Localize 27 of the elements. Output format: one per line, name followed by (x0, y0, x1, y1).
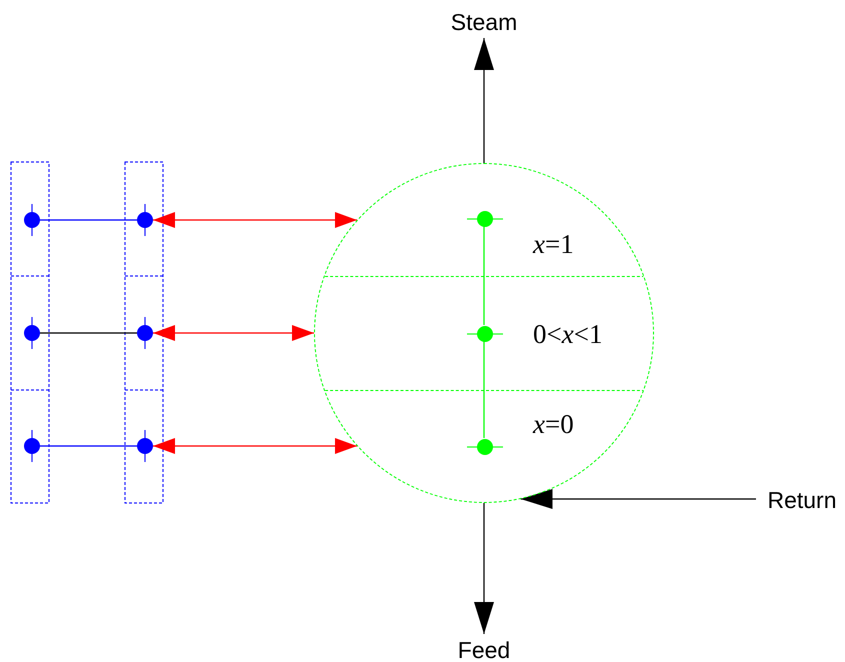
arrow (153, 438, 357, 454)
arrow (474, 503, 494, 634)
connector-line (483, 341, 485, 438)
node-dot (137, 430, 153, 462)
zone-label: x=1 (533, 229, 574, 259)
zone-label: 0<x<1 (533, 319, 602, 349)
arrow (153, 325, 314, 341)
node-dot (137, 204, 153, 236)
arrow (153, 212, 357, 228)
connector-line (40, 445, 137, 447)
node-dot (137, 317, 153, 349)
node-dot (24, 317, 40, 349)
connector-line (40, 332, 137, 334)
node-dot (24, 430, 40, 462)
arrow (520, 489, 756, 509)
input-label: Feed (444, 634, 524, 662)
node-dot (467, 439, 503, 455)
zone-label: x=0 (533, 409, 574, 439)
output-label: Steam (439, 6, 529, 38)
node-dot (467, 211, 503, 227)
connector-line (483, 226, 485, 325)
connector-line (40, 219, 137, 221)
drum-circle (314, 163, 654, 503)
node-dot (24, 204, 40, 236)
input-label: Return (756, 484, 845, 514)
node-dot (467, 326, 503, 342)
arrow (474, 38, 494, 163)
